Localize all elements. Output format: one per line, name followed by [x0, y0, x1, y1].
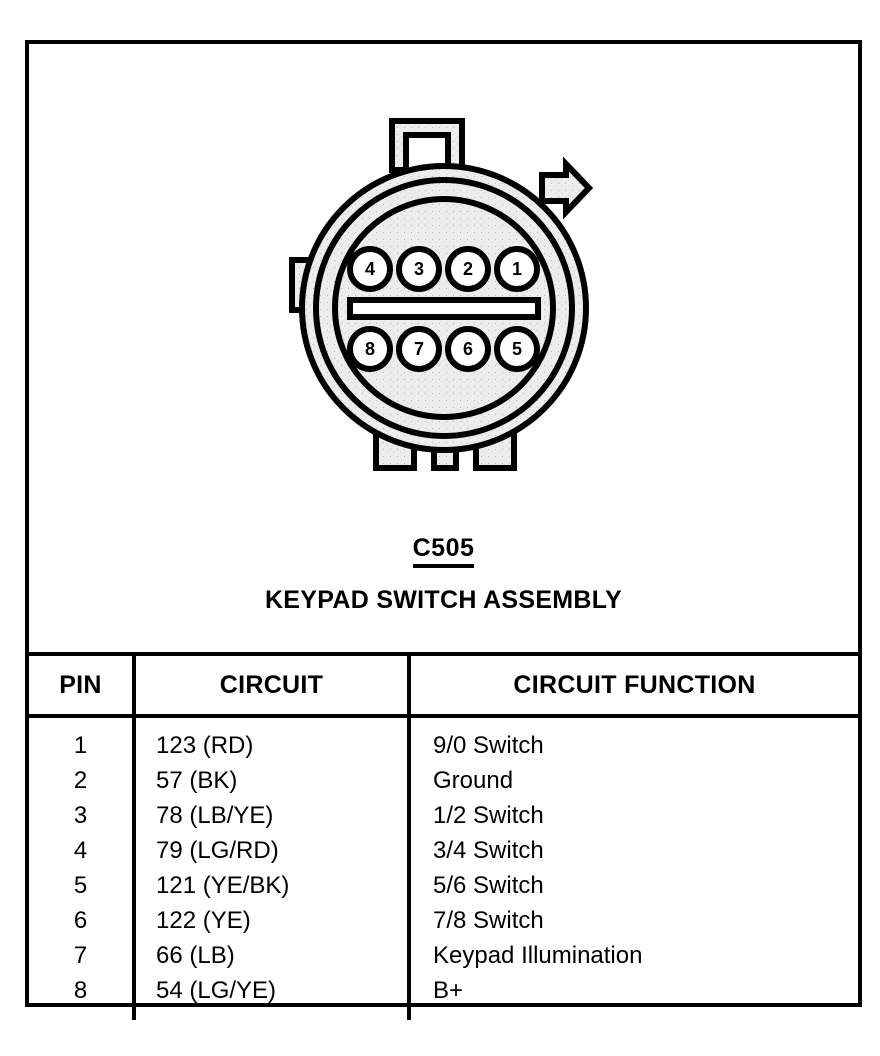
pin-label-2: 2: [462, 259, 472, 279]
pin-cavity-3: [395, 246, 442, 292]
table-row: 2 57 (BK) Ground: [29, 763, 858, 798]
table-row: 1 123 (RD) 9/0 Switch: [29, 728, 858, 763]
table-row: 6 122 (YE) 7/8 Switch: [29, 903, 858, 938]
pin-row-top: 4 3 2 1: [346, 246, 540, 292]
right-key-tab: [538, 156, 593, 220]
center-keying-bar: [346, 297, 541, 320]
connector-diagram-panel: 4 3 2 1 8 7: [29, 44, 858, 656]
cell-circuit: 66 (LB): [134, 938, 411, 973]
cell-pin: 6: [29, 903, 136, 938]
pin-cavity-4: [346, 246, 393, 292]
pin-label-8: 8: [364, 339, 374, 359]
pin-cavity-2: [444, 246, 491, 292]
table-row: 7 66 (LB) Keypad Illumination: [29, 938, 858, 973]
connector-code-caption: C505: [29, 534, 858, 569]
table-row: 5 121 (YE/BK) 5/6 Switch: [29, 868, 858, 903]
cell-pin: 4: [29, 833, 136, 868]
pin-cavity-1: [493, 246, 540, 292]
pin-label-4: 4: [364, 259, 374, 279]
pin-assignment-table: PIN CIRCUIT CIRCUIT FUNCTION 1 123 (RD) …: [29, 656, 858, 1020]
cell-circuit-function: 9/0 Switch: [433, 731, 544, 759]
table-header-row: PIN CIRCUIT CIRCUIT FUNCTION: [29, 656, 858, 718]
cell-pin: 8: [29, 973, 136, 1008]
table-spacer-row: [29, 1008, 858, 1020]
cell-circuit-function: Ground: [433, 766, 514, 794]
connector-outline-svg: 4 3 2 1 8 7: [288, 118, 593, 471]
table-spacer-row: [29, 716, 858, 728]
cell-circuit: 54 (LG/YE): [134, 973, 411, 1008]
connector-face-view: 4 3 2 1 8 7: [284, 112, 604, 477]
cell-circuit: 57 (BK): [134, 763, 411, 798]
table-row: 3 78 (LB/YE) 1/2 Switch: [29, 798, 858, 833]
cell-circuit-function: 5/6 Switch: [433, 871, 544, 899]
connector-code-text: C505: [412, 535, 475, 569]
cell-circuit: 123 (RD): [134, 728, 411, 763]
table-row: 8 54 (LG/YE) B+: [29, 973, 858, 1008]
cell-circuit-function: B+: [433, 976, 464, 1004]
pin-row-bottom: 8 7 6 5: [346, 326, 540, 372]
cell-circuit: 78 (LB/YE): [134, 798, 411, 833]
column-header-circuit: CIRCUIT: [134, 656, 411, 718]
column-header-circuit-function: CIRCUIT FUNCTION: [409, 656, 858, 718]
pin-cavity-6: [444, 326, 491, 372]
cell-pin: 3: [29, 798, 136, 833]
cell-circuit-function: 3/4 Switch: [433, 836, 544, 864]
cell-pin: 7: [29, 938, 136, 973]
cell-circuit: 121 (YE/BK): [134, 868, 411, 903]
cell-circuit-function: Keypad Illumination: [433, 941, 643, 969]
cell-circuit-function: 1/2 Switch: [433, 801, 544, 829]
pin-label-5: 5: [511, 339, 521, 359]
cell-circuit: 79 (LG/RD): [134, 833, 411, 868]
pin-label-1: 1: [511, 259, 521, 279]
pin-cavity-5: [493, 326, 540, 372]
pin-cavity-7: [395, 326, 442, 372]
pin-label-6: 6: [462, 339, 472, 359]
pin-cavity-8: [346, 326, 393, 372]
cell-pin: 2: [29, 763, 136, 798]
cell-pin: 5: [29, 868, 136, 903]
table-row: 4 79 (LG/RD) 3/4 Switch: [29, 833, 858, 868]
pin-label-7: 7: [413, 339, 423, 359]
document-frame: 4 3 2 1 8 7: [25, 40, 862, 1020]
cell-circuit: 122 (YE): [134, 903, 411, 938]
cell-pin: 1: [29, 728, 136, 763]
component-name-caption: KEYPAD SWITCH ASSEMBLY: [264, 586, 623, 614]
pin-label-3: 3: [413, 259, 423, 279]
column-header-pin: PIN: [29, 656, 136, 718]
cell-circuit-function: 7/8 Switch: [433, 906, 544, 934]
